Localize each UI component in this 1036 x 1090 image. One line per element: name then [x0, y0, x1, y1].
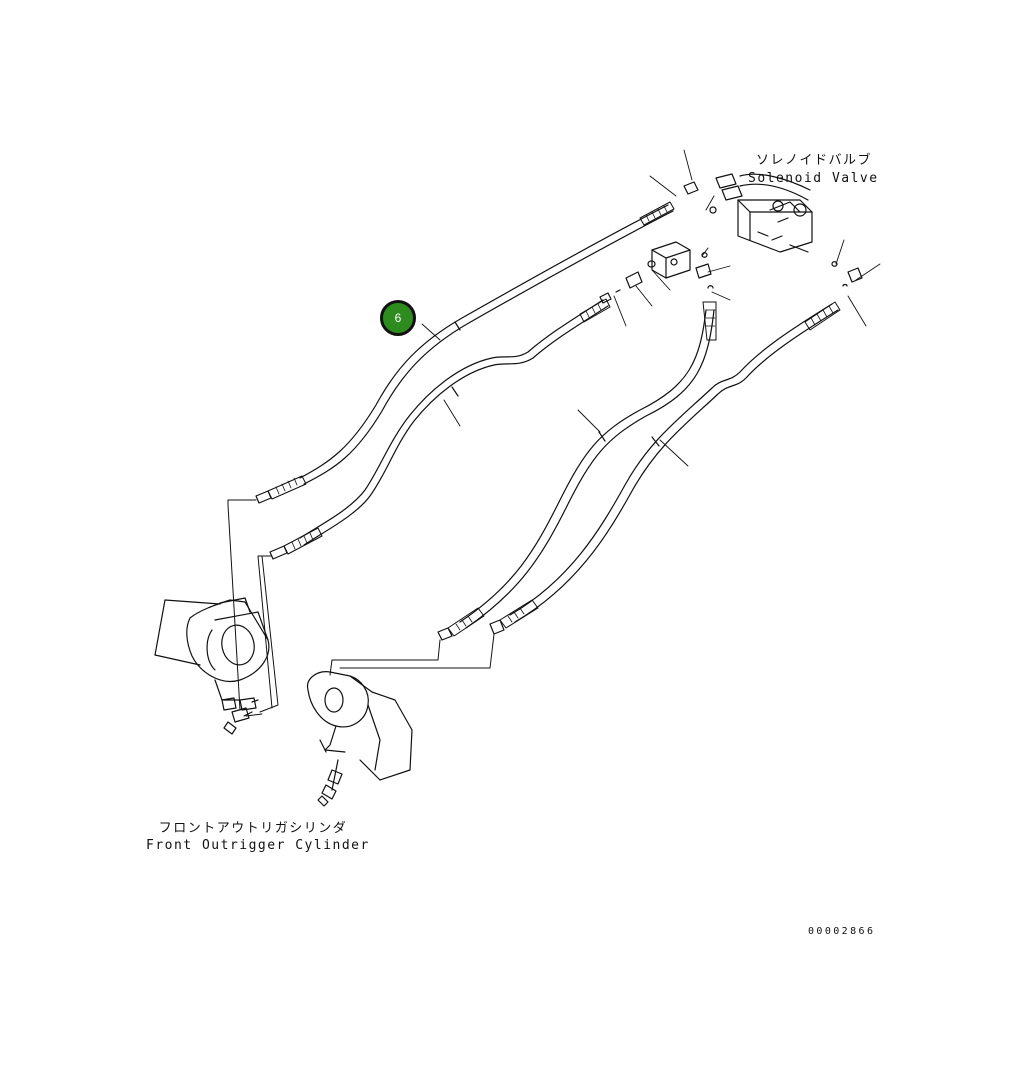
- right-cylinder: [306, 671, 413, 807]
- left-tube-lines: [227, 499, 279, 713]
- solenoid-valve: [683, 173, 863, 287]
- solenoid-valve-label-en: Solenoid Valve: [748, 171, 879, 186]
- hose-line-1: [255, 201, 675, 504]
- cylinder-label-jp: フロントアウトリガシリンダ: [158, 821, 348, 836]
- solenoid-valve-label-jp: ソレノイドバルブ: [756, 153, 873, 168]
- hose-line-2: [269, 292, 612, 560]
- right-tube-lines: [329, 633, 495, 676]
- hose-line-4: [489, 301, 841, 635]
- part-callout-6[interactable]: 6: [380, 300, 416, 336]
- hose-line-3: [437, 301, 717, 641]
- cylinder-label-en: Front Outrigger Cylinder: [146, 838, 370, 853]
- leader-lines: [245, 149, 881, 717]
- left-cylinder: [154, 597, 270, 735]
- document-number: 00002866: [808, 926, 876, 937]
